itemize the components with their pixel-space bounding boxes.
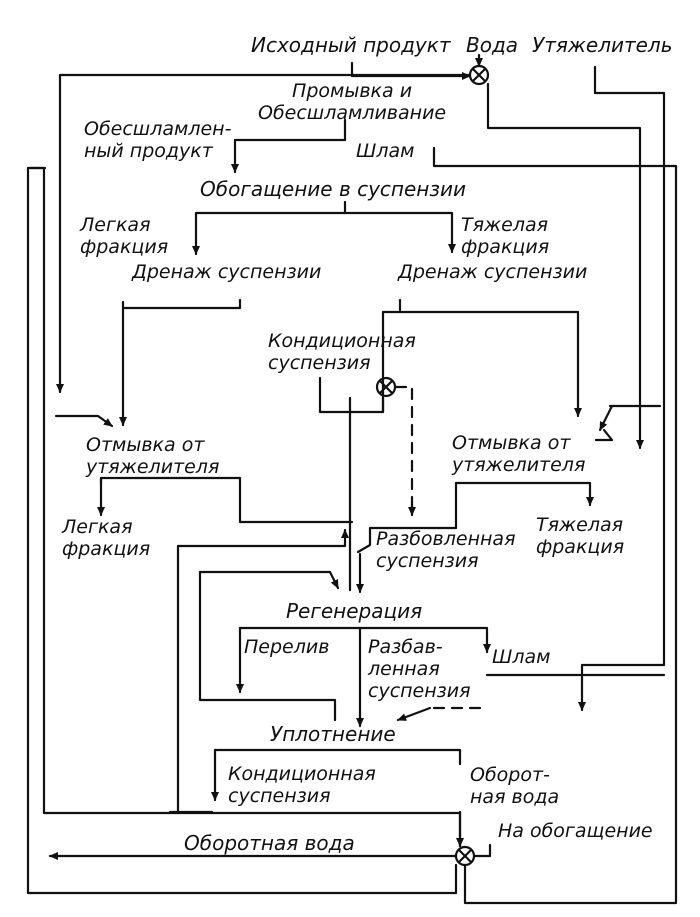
mixer-middle-icon — [375, 376, 397, 398]
dense-media-separation-node: Обогащение в суспензии — [200, 177, 467, 201]
rinse-left-node: Отмывка от утяжелителя — [86, 434, 220, 478]
heavy-fraction-bottom-label: Тяжелая фракция — [536, 514, 625, 558]
conditioned-suspension-bottom-label: Кондиционная суспензия — [228, 763, 376, 807]
diluted-suspension-1-label: Разбовленная суспензия — [376, 528, 516, 572]
diluted-suspension-2-label: Разбав- ленная суспензия — [368, 636, 471, 702]
slime-top-label: Шлам — [356, 140, 415, 162]
drain-right-node: Дренаж суспензии — [398, 261, 588, 283]
feed-label: Исходный продукт — [251, 33, 451, 57]
deslimed-product-label: Обесшламлен- ный продукт — [84, 118, 232, 162]
light-fraction-bottom-label: Легкая фракция — [62, 516, 151, 560]
washing-desliming-node: Промывка и Обесшламливание — [258, 80, 447, 124]
conditioned-suspension-top-label: Кондиционная суспензия — [268, 330, 416, 374]
to-dms-label: На обогащение — [498, 820, 653, 842]
overflow-label: Перелив — [244, 636, 330, 658]
water-label: Вода — [466, 33, 519, 57]
mixer-bottom-icon — [454, 845, 476, 867]
thickening-node: Уплотнение — [270, 722, 396, 746]
recycle-water-right-label: Оборот- ная вода — [470, 764, 560, 808]
rinse-right-node: Отмывка от утяжелителя — [452, 432, 586, 476]
heavy-fraction-top-label: Тяжелая фракция — [461, 214, 550, 258]
drain-left-node: Дренаж суспензии — [132, 261, 322, 283]
mixer-top-icon — [468, 64, 490, 86]
light-fraction-top-label: Легкая фракция — [80, 214, 169, 258]
recycle-water-bottom-label: Оборотная вода — [184, 831, 355, 855]
regeneration-node: Регенерация — [286, 599, 423, 623]
weighting-agent-label: Утяжелитель — [532, 33, 673, 57]
slime-bottom-label: Шлам — [492, 646, 551, 668]
